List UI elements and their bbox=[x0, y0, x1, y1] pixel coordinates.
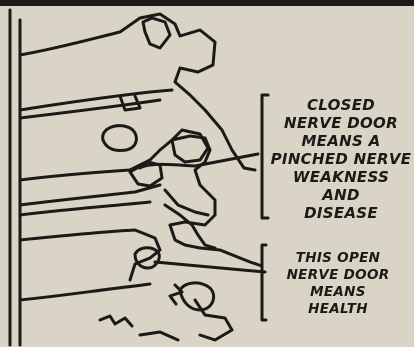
lower-process bbox=[195, 300, 232, 340]
closed-label-line-6: AND bbox=[268, 186, 414, 204]
closed-label-line-3: MEANS A bbox=[268, 132, 414, 150]
closed-label-line-7: DISEASE bbox=[268, 204, 414, 222]
nerve-squiggle-2 bbox=[100, 316, 132, 326]
top-vertebra-bottom bbox=[20, 90, 172, 110]
closed-label-line-5: WEAKNESS bbox=[268, 168, 414, 186]
lower-vertebra-back bbox=[170, 225, 262, 266]
lower-foramen bbox=[180, 283, 214, 310]
open-nerve-door-label: THIS OPEN NERVE DOOR MEANS HEALTH bbox=[268, 250, 408, 318]
closed-label-line-1: CLOSED bbox=[268, 96, 414, 114]
closed-label-line-4: PINCHED NERVE bbox=[268, 150, 414, 168]
bracket-open bbox=[262, 245, 266, 320]
top-border bbox=[0, 0, 414, 6]
vertebral-foramen-top bbox=[103, 126, 137, 151]
open-label-line-4: HEALTH bbox=[268, 301, 408, 318]
lower-vertebra-outline bbox=[20, 230, 160, 280]
closed-nerve-door-label: CLOSED NERVE DOOR MEANS A PINCHED NERVE … bbox=[268, 96, 414, 222]
open-label-line-3: MEANS bbox=[268, 284, 408, 301]
middle-facet bbox=[165, 190, 208, 215]
lower-vertebra-bottom bbox=[20, 284, 150, 300]
open-label-line-2: NERVE DOOR bbox=[268, 267, 408, 284]
bottom-curve bbox=[140, 332, 178, 340]
closed-label-line-2: NERVE DOOR bbox=[268, 114, 414, 132]
spinous-process-top bbox=[143, 18, 170, 48]
open-label-line-1: THIS OPEN bbox=[268, 250, 408, 267]
pointer-open bbox=[155, 262, 265, 272]
